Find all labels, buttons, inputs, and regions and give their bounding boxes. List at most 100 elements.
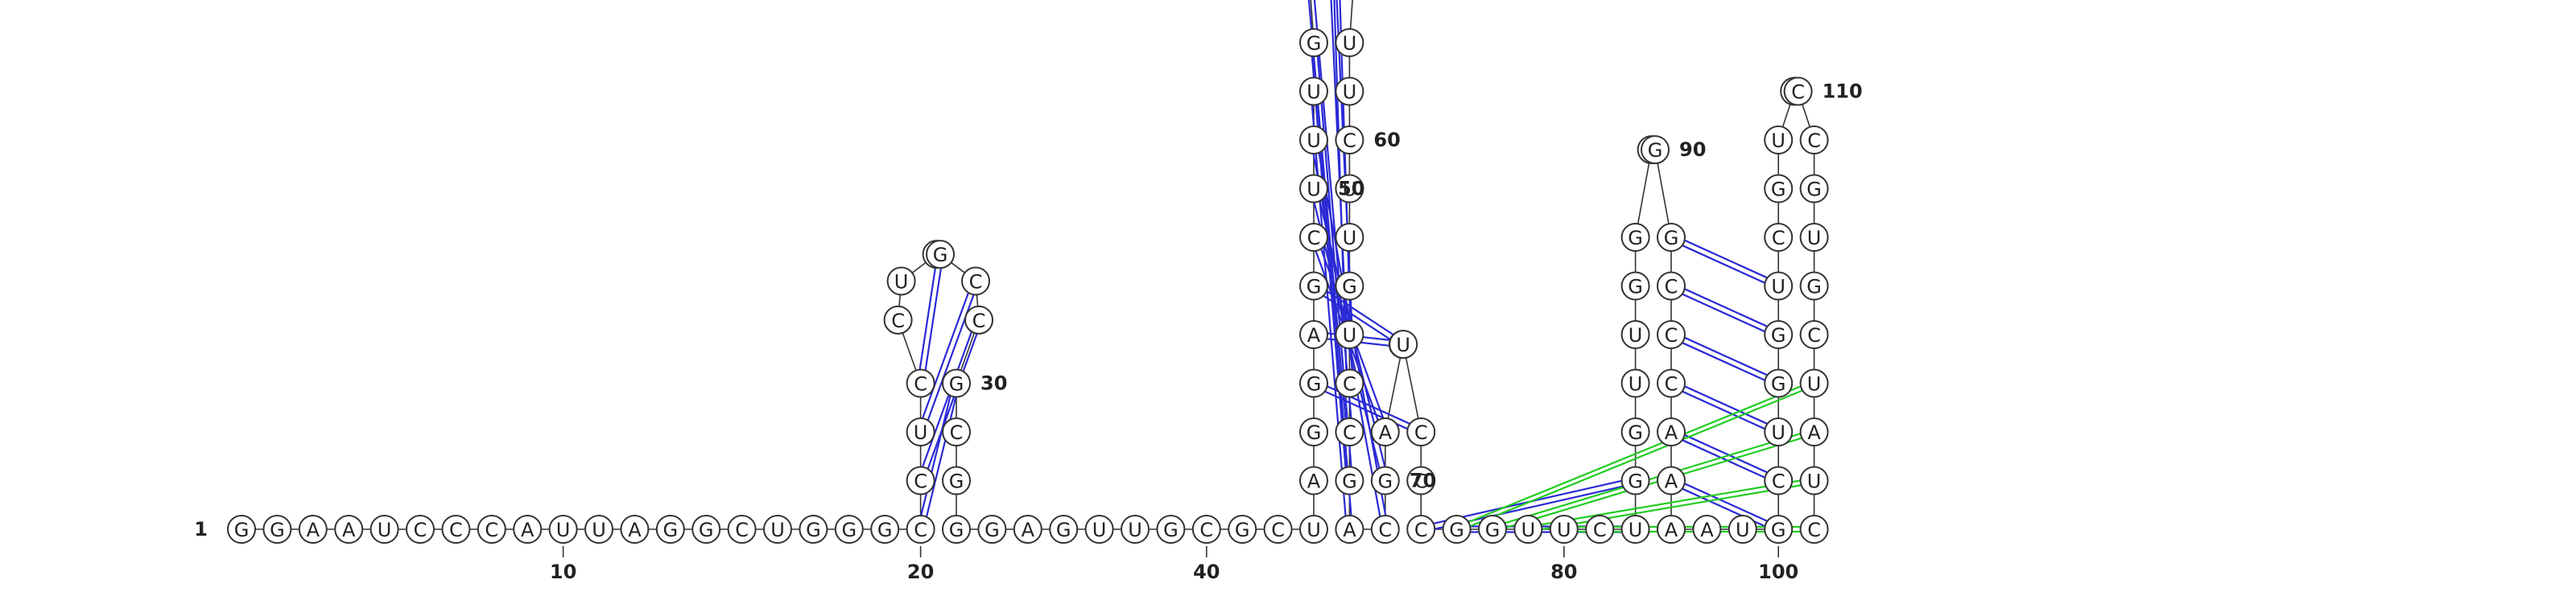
nucleotide-letter: U [1807,227,1822,249]
nucleotide-letter: G [1377,471,1393,493]
nucleotide-circle [1764,223,1794,252]
nucleotide-letter: U [914,421,928,444]
nucleotide: A [1335,515,1364,544]
nucleotide-letter: G [1628,421,1643,444]
nucleotide: A [298,515,328,544]
nucleotide-circle [1799,125,1829,154]
nucleotide: A [1657,466,1686,495]
base-pair-line [1671,477,1781,528]
nucleotide: U [584,515,613,544]
nucleotide-circle [1121,515,1150,544]
nucleotide-circle [942,368,971,398]
nucleotide-letter: A [521,519,535,541]
nucleotide-circle [1156,515,1186,544]
nucleotide-circle [1799,223,1829,252]
nucleotide-letter: U [1521,519,1536,541]
nucleotide-letter: A [1379,421,1393,444]
nucleotide-circle [961,266,990,296]
base-pair-line [1670,287,1778,339]
nucleotide-letter: G [985,519,1000,541]
base-pair-line [917,382,955,529]
nucleotide: G [1335,271,1364,301]
nucleotide-letter: G [1163,519,1179,541]
nucleotide: A [334,515,364,544]
pseudoknot-line [1456,384,1815,533]
nucleotide-circle [1728,515,1757,544]
nucleotide-letter: A [1022,519,1035,541]
nucleotide-circle [1620,515,1650,544]
nucleotide-circle [1620,368,1650,398]
nucleotide: G [655,515,685,544]
backbone-layer [242,0,1815,530]
nucleotide-letter: G [841,519,857,541]
nucleotide: U [1299,174,1328,204]
nucleotide: G [1156,515,1186,544]
nucleotide-letter: A [1700,519,1714,541]
nucleotide-circle [1335,28,1364,57]
nucleotide: C [1657,320,1686,349]
nucleotide: G [1764,368,1794,398]
nucleotide-letter: U [378,519,392,541]
nucleotide-letter: C [485,519,498,541]
nucleotide-letter: C [972,310,986,332]
nucleotide: C [1657,271,1686,301]
nucleotide-letter: G [699,519,714,541]
base-pair-line [917,279,974,432]
nucleotide-letter: U [1736,519,1750,541]
nucleotide-circle [1620,320,1650,349]
nucleotide-circle [1191,515,1221,544]
nucleotide: U [369,515,399,544]
position-label: 10 [550,561,576,583]
nucleotide-letter: A [307,519,320,541]
base-pair-line [1670,239,1778,290]
nucleotide: G [1299,28,1328,57]
nucleotide: U [548,515,578,544]
nucleotide-letter: A [1665,519,1678,541]
nucleotide-circle [886,266,916,296]
nucleotide-circle [548,515,578,544]
nucleotide: U [1764,271,1794,301]
nucleotide-letter: G [877,519,893,541]
nucleotide-circle [1406,417,1436,446]
nucleotide-letter: U [1128,519,1142,541]
nucleotide-circle [1299,223,1328,252]
backbone-segment [1634,149,1653,238]
nucleotide-circle [763,515,792,544]
nucleotide-circle [1299,271,1328,301]
nucleotide-circle [1084,515,1114,544]
position-label: 50 [1338,178,1364,200]
nucleotide-letter: U [556,519,571,541]
nucleotide: C [1406,466,1436,495]
nucleotide-circle [1764,174,1794,204]
nucleotide-circle [1335,368,1364,398]
nucleotide: U [1299,515,1328,544]
nucleotide-circle [584,515,613,544]
nucleotide-letter: C [1271,519,1285,541]
nucleotide-letter: G [1307,373,1322,396]
nucleotide: U [1799,466,1829,495]
nucleotide-circle [1513,515,1543,544]
nucleotide-letter: A [1307,324,1321,347]
nucleotide-letter: U [1396,334,1410,356]
nucleotide-letter: C [1199,519,1213,541]
base-pair-line [1671,331,1781,382]
nucleotide-letter: U [1343,227,1357,249]
nucleotide-circle [1585,515,1615,544]
base-pair-layer [917,0,1815,533]
base-pair-line [922,384,960,531]
nucleotide-circle [1657,466,1686,495]
nucleotide-letter: U [1343,324,1357,347]
position-label: 30 [980,372,1007,395]
nucleotide-circle [1692,515,1722,544]
nucleotide: G [1764,174,1794,204]
nucleotide-circle [1335,223,1364,252]
nucleotide: C [1585,515,1615,544]
nucleotide-circle [1228,515,1257,544]
nucleotide-letter: C [969,270,983,293]
nucleotide-letter: U [1307,179,1321,201]
nucleotide-letter: G [663,519,678,541]
nucleotide-layer: GGAAUCCCAUUAGGCUGGGCCUCCUCGCCGCGGGAGUUGC… [227,28,1829,544]
nucleotide-circle [1335,174,1364,204]
backbone-segment [1310,0,1315,43]
